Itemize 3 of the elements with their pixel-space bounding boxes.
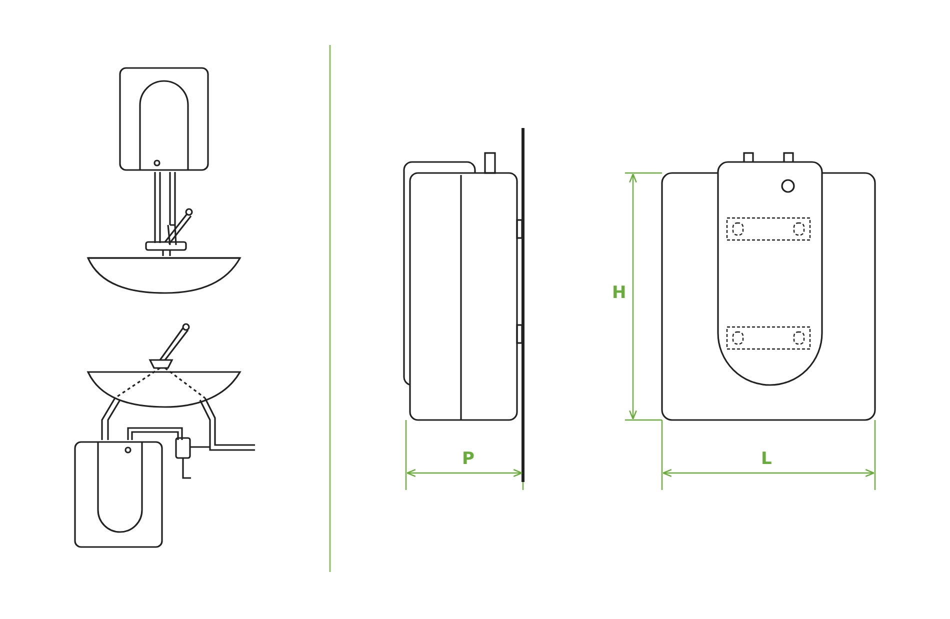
dimension-label: L xyxy=(761,449,772,469)
dimension-label: H xyxy=(612,283,626,303)
dimension-label: P xyxy=(462,449,474,469)
